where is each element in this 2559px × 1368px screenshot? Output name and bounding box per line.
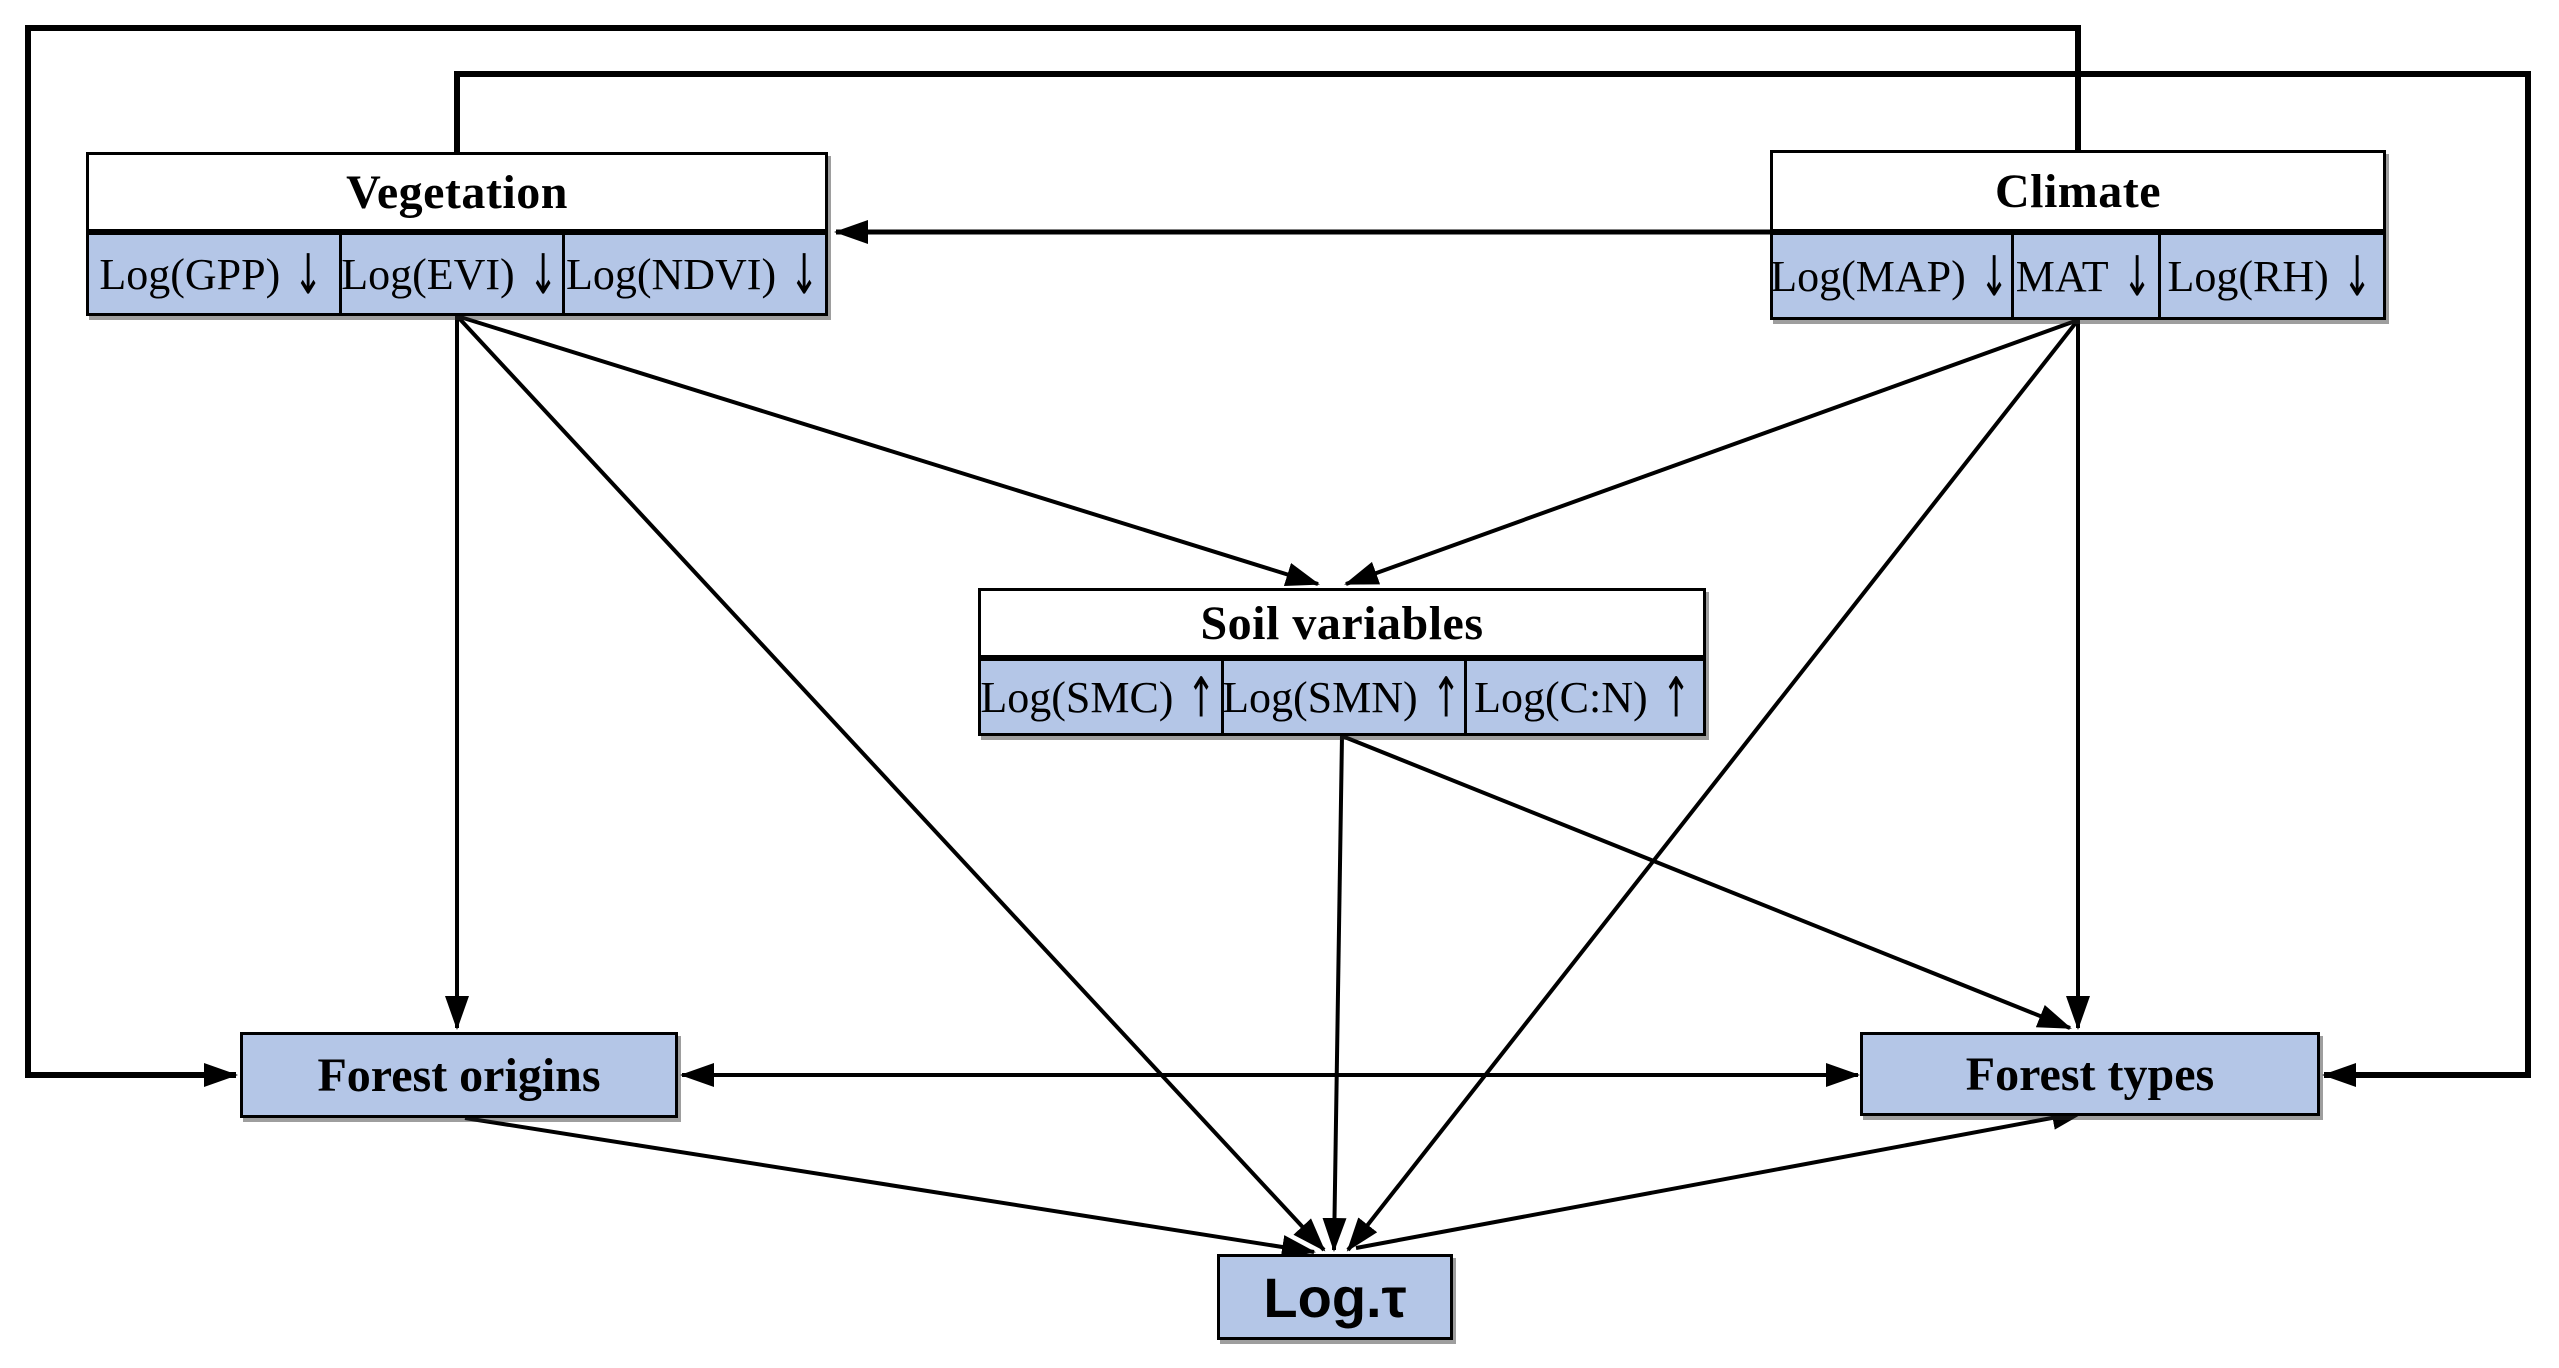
edge-vegetation-to-soil [456,314,1320,586]
edge-forest-origins-to-log-tau [464,1116,1316,1259]
edge-climate-to-soil [1344,318,2079,586]
edge-log-tau-to-forest-types [1355,1106,2086,1250]
soil-var-cn: Log(C:N) ↑ [1463,661,1704,733]
edge-soil-to-log-tau [1322,735,1347,1252]
edge-vegetation-to-log-tau [455,314,1326,1252]
down-arrow-icon: ↓ [2122,244,2152,310]
soil-variables-row: Log(SMC)↑ Log(SMN)↑ Log(C:N)↑ [981,661,1704,733]
soil-variables-title: Soil variables [981,591,1703,661]
vegetation-var-ndvi-label: Log(NDVI) [565,249,777,299]
edge-soil-to-forest-types [1341,734,2072,1030]
up-arrow-icon: ↑ [1431,665,1461,731]
soil-var-smn-label: Log(SMN) [1222,672,1418,722]
vegetation-variables-row: Log(GPP)↓ Log(EVI)↓ Log(NDVI)↓ [89,235,825,313]
soil-variables-group: Soil variables Log(SMC)↑ Log(SMN)↑ Log(C… [978,588,1706,736]
climate-var-rh-label: Log(RH) [2167,251,2329,301]
soil-var-cn-label: Log(C:N) [1474,672,1648,722]
down-arrow-icon: ↓ [293,242,323,308]
edge-climate-to-forest-origins [25,25,2081,1087]
climate-var-mat-label: MAT [2015,251,2109,301]
vegetation-var-ndvi: Log(NDVI)↓ [562,235,825,313]
soil-var-smc-label: Log(SMC) [981,672,1174,722]
vegetation-group: Vegetation Log(GPP)↓ Log(EVI)↓ Log(NDVI)… [86,152,828,316]
forest-origins-label: Forest origins [317,1048,601,1102]
forest-origins-node: Forest origins [240,1032,678,1118]
forest-types-node: Forest types [1860,1032,2320,1116]
log-tau-label: Log.τ [1263,1265,1407,1329]
climate-var-rh: Log(RH) ↓ [2158,235,2383,317]
down-arrow-icon: ↓ [789,242,819,308]
down-arrow-icon: ↓ [1979,244,2009,310]
up-arrow-icon: ↑ [1187,665,1217,731]
vegetation-title: Vegetation [89,155,825,235]
down-arrow-icon: ↓ [528,242,558,308]
climate-var-map-label: Log(MAP) [1773,251,1966,301]
soil-var-smc: Log(SMC) ↑ [981,661,1221,733]
vegetation-var-gpp: Log(GPP)↓ [89,235,339,313]
up-arrow-icon: ↑ [1661,665,1691,731]
climate-variables-row: Log(MAP)↓ MAT↓ Log(RH)↓ [1773,235,2383,317]
climate-group: Climate Log(MAP)↓ MAT↓ Log(RH)↓ [1770,150,2386,320]
climate-var-mat: MAT ↓ [2011,235,2159,317]
vegetation-var-evi-label: Log(EVI) [341,249,515,299]
log-tau-node: Log.τ [1217,1254,1453,1340]
soil-var-smn: Log(SMN) ↑ [1220,661,1464,733]
vegetation-var-evi: Log(EVI) ↓ [338,235,563,313]
edge-climate-to-log-tau [1346,318,2080,1252]
edge-vegetation-to-forest-types [454,71,2531,1087]
vegetation-var-gpp-label: Log(GPP) [99,249,281,299]
climate-var-map: Log(MAP) ↓ [1773,235,2012,317]
down-arrow-icon: ↓ [2342,244,2372,310]
forest-types-label: Forest types [1965,1047,2215,1101]
climate-title: Climate [1773,153,2383,235]
